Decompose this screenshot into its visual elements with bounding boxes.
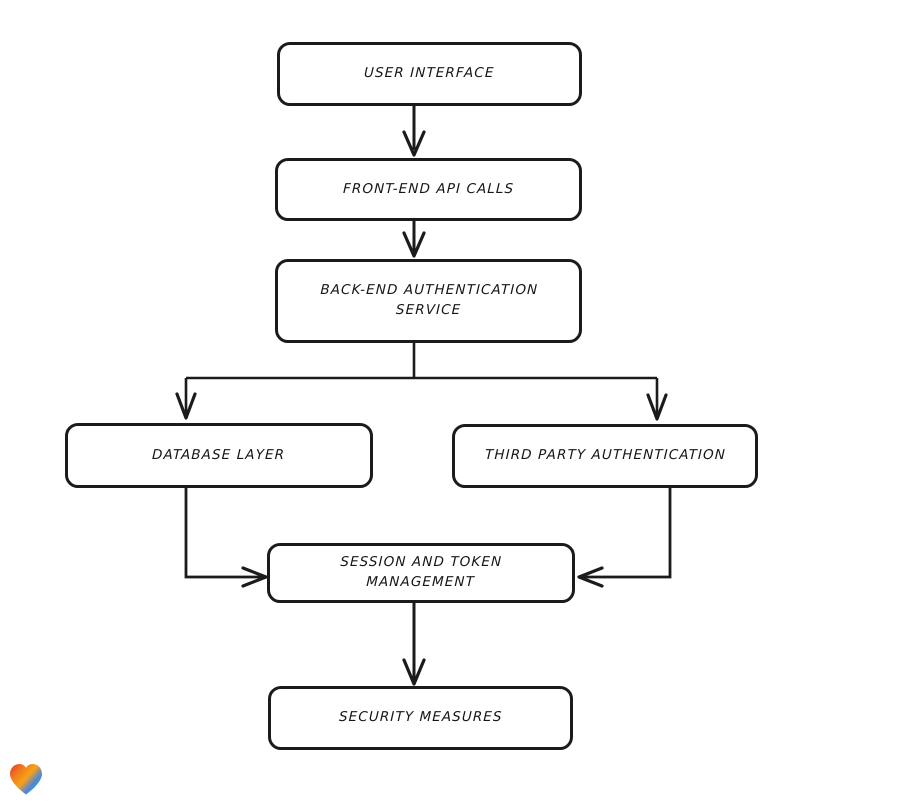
edge-api-to-backend <box>402 221 426 258</box>
edge-backend-branch-bus <box>186 343 657 380</box>
node-label-third-party-auth: Third Party Authentication <box>484 447 726 464</box>
edge-session-to-sec <box>402 603 426 686</box>
node-third-party-auth[interactable]: Third Party Authentication <box>452 424 758 488</box>
node-label-back-end-auth-service: Back-End Authentication Service <box>319 282 539 318</box>
edge-backend-to-third <box>646 378 668 421</box>
node-label-user-interface: User Interface <box>364 65 496 82</box>
edge-ui-to-api <box>402 106 426 157</box>
node-label-front-end-api-calls: Front-End API Calls <box>342 180 515 197</box>
node-label-database-layer: Database Layer <box>152 446 286 463</box>
node-front-end-api-calls[interactable]: Front-End API Calls <box>275 158 582 221</box>
node-label-security-measures: Security Measures <box>338 709 503 726</box>
node-database-layer[interactable]: Database Layer <box>65 423 373 488</box>
node-label-session-token-mgmt: Session and Token Management <box>340 554 503 590</box>
node-back-end-auth-service[interactable]: Back-End Authentication Service <box>275 259 582 343</box>
heart-icon <box>10 764 42 795</box>
node-security-measures[interactable]: Security Measures <box>268 686 573 750</box>
edge-backend-to-db <box>175 378 197 420</box>
node-user-interface[interactable]: User Interface <box>277 42 582 106</box>
node-session-token-mgmt[interactable]: Session and Token Management <box>267 543 575 603</box>
edge-db-to-session <box>184 486 268 588</box>
edge-third-to-session <box>577 486 672 588</box>
